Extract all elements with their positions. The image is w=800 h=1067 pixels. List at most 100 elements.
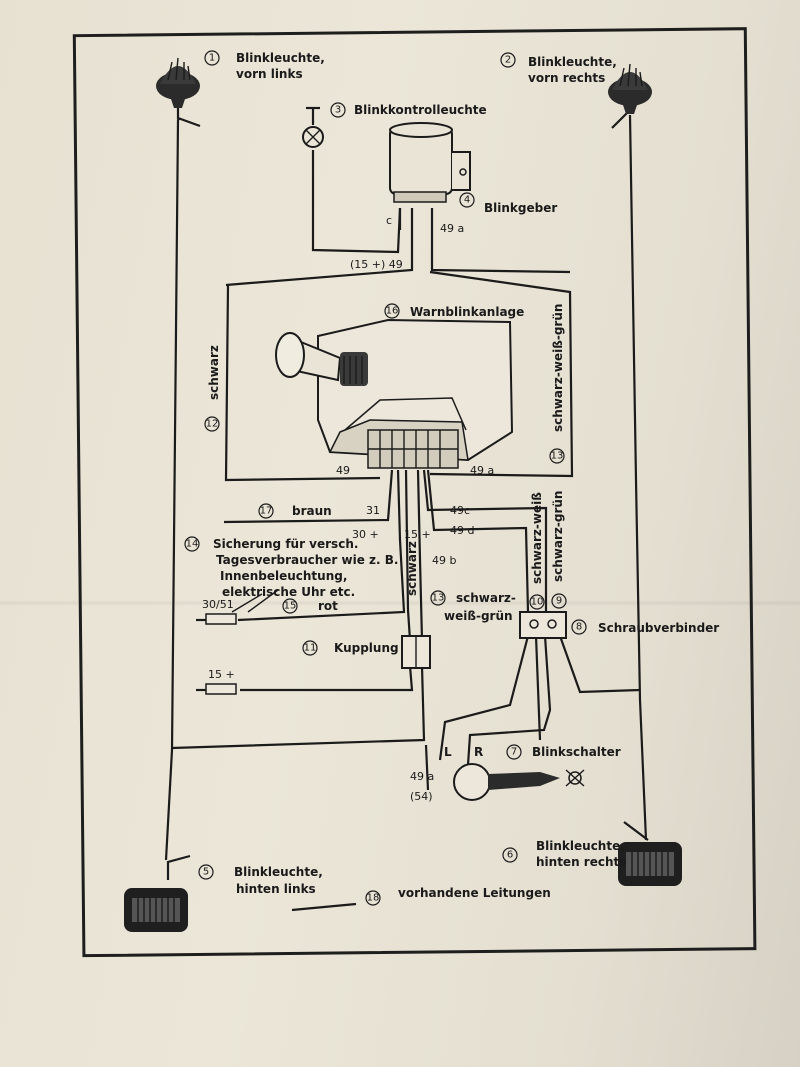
callout-13-mid: 13 [430, 590, 446, 606]
flasher-49-wire [225, 252, 414, 287]
svg-text:schwarz-grün: schwarz-grün [551, 491, 565, 582]
callout-13-right: 13 [549, 448, 565, 464]
terminal-30: 30 + [352, 528, 379, 541]
svg-text:schwarz: schwarz [207, 345, 221, 400]
flasher-unit-icon [389, 122, 471, 203]
callout-2: 2 [500, 52, 516, 68]
braun-label: braun [292, 504, 332, 518]
svg-text:13: 13 [432, 593, 445, 604]
schwarz-gruen-label: schwarz-grün [551, 491, 565, 582]
fuse-note-line1: Sicherung für versch. [213, 537, 358, 551]
svg-text:9: 9 [556, 596, 562, 607]
switch-49a-wire [534, 635, 542, 741]
svg-text:5: 5 [203, 867, 209, 878]
sw-gruen-mid-label-2: weiß-grün [444, 609, 513, 623]
schwarz-left-label: schwarz [207, 345, 221, 400]
rear-left-label-2: hinten links [236, 882, 316, 896]
coupling-15-wire [240, 665, 414, 692]
svg-text:17: 17 [260, 506, 273, 517]
fuse-15-icon [196, 683, 237, 695]
terminal-15-lower: 15 + [208, 668, 235, 681]
svg-text:7: 7 [511, 747, 517, 758]
coupling-label: Kupplung [334, 641, 399, 655]
braun-wire [223, 469, 394, 524]
front-right-label-2: vorn rechts [528, 71, 605, 85]
callout-10: 10 [529, 594, 545, 610]
fuse-note-line2: Tagesverbraucher wie z. B. [216, 553, 398, 567]
hazard-left-loop [224, 284, 381, 482]
terminal-c: c [386, 214, 392, 227]
svg-text:4: 4 [464, 195, 470, 206]
flasher-label: Blinkgeber [484, 201, 557, 215]
svg-text:1: 1 [209, 53, 215, 64]
turn-switch-label: Blinkschalter [532, 745, 621, 759]
terminal-R: R [474, 745, 483, 759]
existing-wire-sample [291, 902, 357, 912]
wire-49b [416, 469, 424, 641]
flasher-pins [398, 208, 571, 274]
rear-right-label-2: hinten rechts [536, 855, 626, 869]
front-left-lamp-icon [156, 57, 200, 108]
front-right-lamp-icon [608, 63, 652, 114]
terminal-49d: 49 d [450, 524, 474, 537]
fuse-pointer-line [247, 589, 279, 613]
callout-17: 17 [258, 503, 274, 519]
callout-5: 5 [198, 864, 214, 880]
rear-left-label-1: Blinkleuchte, [234, 865, 323, 879]
terminal-49c: 49c [450, 504, 470, 517]
svg-text:16: 16 [386, 306, 399, 317]
wire-49d [426, 469, 530, 613]
callout-3: 3 [330, 102, 346, 118]
rear-right-ground [623, 821, 649, 841]
turn-switch-icon [453, 763, 585, 801]
wire-49c [422, 469, 548, 612]
schwarz-mid-label: schwarz [405, 541, 419, 596]
sw-gruen-right-label: schwarz-weiß-grün [551, 304, 565, 432]
svg-text:schwarz-weiß: schwarz-weiß [530, 492, 544, 584]
wire-lines [164, 108, 649, 912]
front-right-label-1: Blinkleuchte, [528, 55, 617, 69]
callout-7: 7 [506, 744, 522, 760]
fuse-30-51-icon [196, 613, 237, 625]
terminal-49a-switch: 49 a [410, 770, 434, 783]
hazard-right-loop [429, 270, 574, 478]
rot-label: rot [318, 599, 338, 613]
svg-text:6: 6 [507, 850, 513, 861]
left-side-wire [164, 117, 181, 861]
rear-left-ground [166, 854, 191, 880]
svg-text:15: 15 [284, 601, 297, 612]
callout-9: 9 [551, 593, 567, 609]
front-left-label-2: vorn links [236, 67, 303, 81]
svg-text:14: 14 [186, 539, 199, 550]
indicator-wire [311, 150, 402, 254]
svg-text:schwarz: schwarz [405, 541, 419, 596]
front-left-ground-wire [176, 108, 201, 128]
coupling-icon [401, 635, 431, 669]
fuse-note-line4: elektrische Uhr etc. [222, 585, 355, 599]
hazard-label: Warnblinkanlage [410, 305, 524, 319]
callout-16: 16 [384, 303, 400, 319]
svg-text:12: 12 [206, 419, 219, 430]
terminal-49b: 49 b [432, 554, 456, 567]
coupling-left-wire [171, 665, 426, 750]
front-right-ground-wire [611, 111, 629, 129]
terminal-54: (54) [410, 790, 433, 803]
svg-text:2: 2 [505, 55, 511, 66]
callout-6: 6 [502, 847, 518, 863]
svg-text:8: 8 [576, 622, 582, 633]
terminal-30-51: 30/51 [202, 598, 234, 611]
indicator-lamp-label: Blinkkontrolleuchte [354, 103, 487, 117]
svg-text:3: 3 [335, 105, 341, 116]
wire-49a-down [424, 744, 430, 791]
rear-left-lamp-icon [124, 888, 188, 932]
indicator-lamp-icon [302, 106, 324, 148]
rear-right-feed [558, 635, 641, 694]
switch-R-wire [466, 635, 552, 766]
sw-gruen-mid-label-1: schwarz- [456, 591, 516, 605]
callout-12: 12 [204, 416, 220, 432]
rear-right-lamp-icon [618, 842, 682, 886]
callout-18: 18 [365, 890, 381, 906]
terminal-49-box: 49 [336, 464, 350, 477]
fuse-pointer-line-2 [231, 593, 263, 613]
